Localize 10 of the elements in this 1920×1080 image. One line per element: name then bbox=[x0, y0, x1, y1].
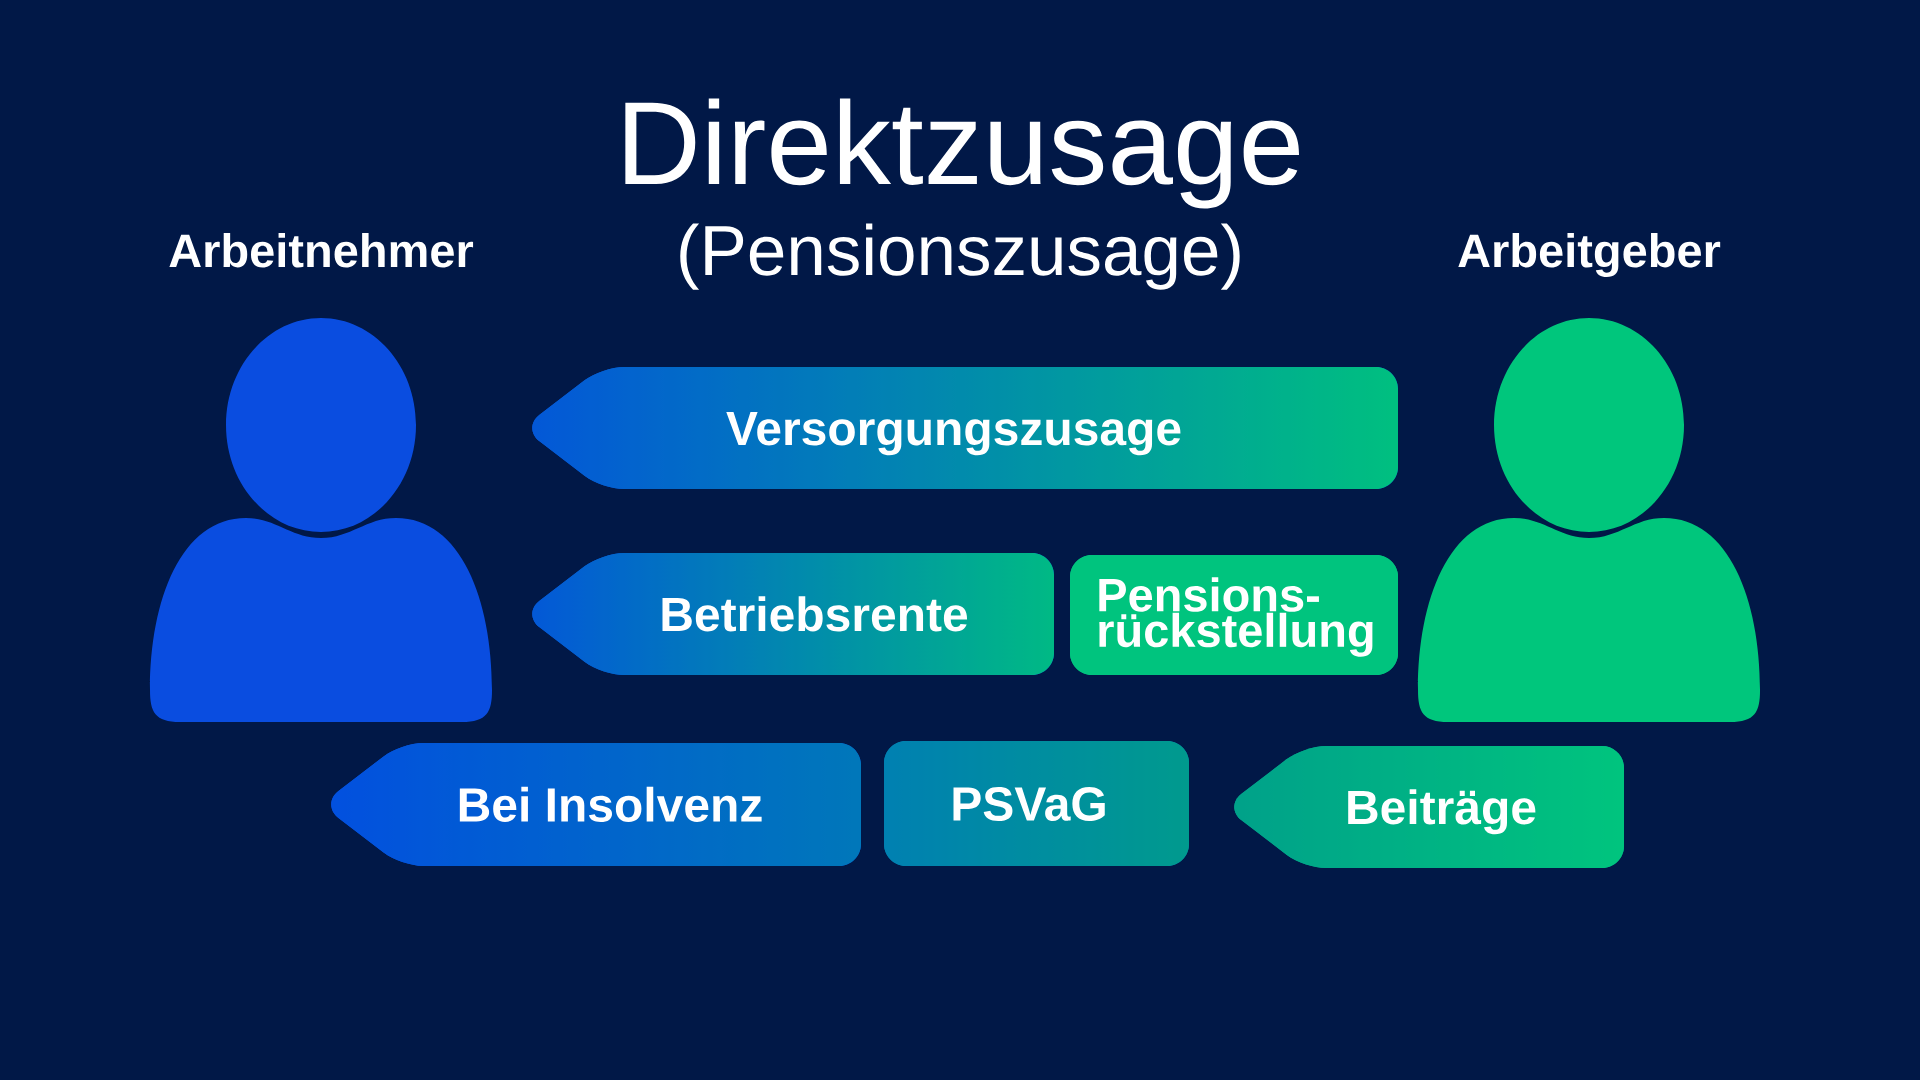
arrow-banner: Versorgungszusage bbox=[532, 367, 1398, 489]
arrow-banner: Betriebsrente bbox=[532, 553, 1054, 675]
arrow-banner: Bei Insolvenz bbox=[331, 743, 861, 866]
person-label: Arbeitgeber bbox=[1458, 232, 1721, 277]
rounded-box: Pensions- rückstellung bbox=[1070, 555, 1398, 675]
rounded-box: PSVaG bbox=[884, 741, 1189, 866]
title: Direktzusage bbox=[625, 98, 1299, 209]
person-label: Arbeitnehmer bbox=[169, 232, 474, 268]
subtitle: (Pensionszusage) bbox=[680, 223, 1240, 290]
arrow-banner: Beiträge bbox=[1234, 746, 1624, 868]
